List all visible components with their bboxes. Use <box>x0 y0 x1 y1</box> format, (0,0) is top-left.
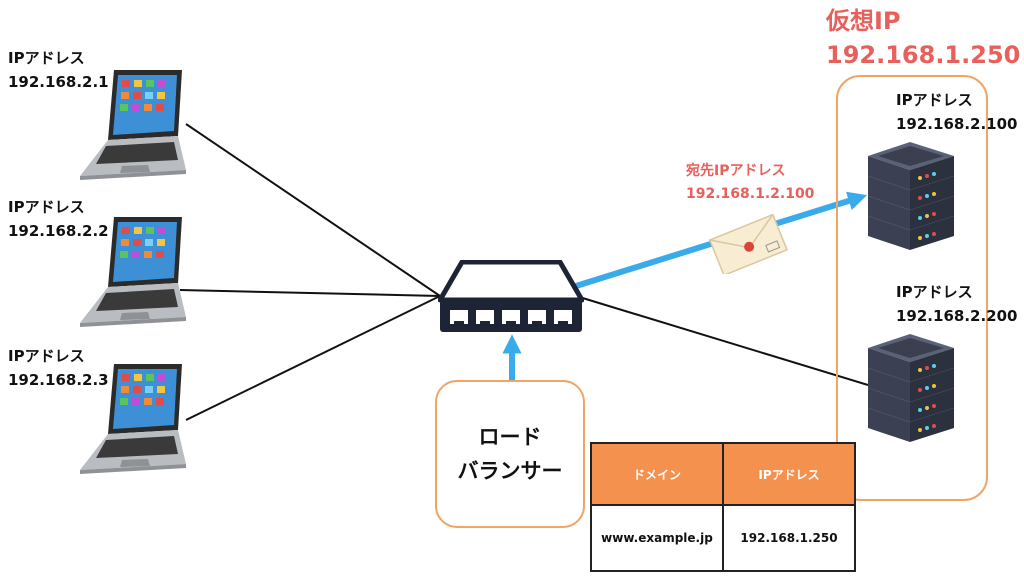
laptop-icon <box>80 364 186 474</box>
link-server2 <box>575 295 869 386</box>
load-balancer-box: ロード バランサー <box>435 380 585 528</box>
envelope-icon <box>708 214 788 274</box>
laptop-icon <box>80 217 186 327</box>
laptop-icon <box>80 70 186 180</box>
table-header-ip: IPアドレス <box>722 442 856 506</box>
dns-table: ドメイン IPアドレス www.example.jp 192.168.1.250 <box>590 442 856 572</box>
load-balancer-line1: ロード <box>478 425 542 449</box>
link-client1 <box>185 123 441 297</box>
load-balancer-line2: バランサー <box>457 459 563 483</box>
table-cell-ip: 192.168.1.250 <box>722 504 856 572</box>
link-client2 <box>179 289 441 297</box>
switch-hub-icon <box>438 260 584 332</box>
link-client3 <box>185 295 441 421</box>
server-rack-icon <box>868 142 954 250</box>
server-cluster-box <box>836 75 988 501</box>
table-header-domain: ドメイン <box>590 442 724 506</box>
table-row: www.example.jp 192.168.1.250 <box>590 504 856 572</box>
virtual-ip-title: 仮想IP <box>826 7 901 35</box>
virtual-ip-address: 192.168.1.250 <box>826 41 1021 69</box>
table-header-row: ドメイン IPアドレス <box>590 442 856 506</box>
server-rack-icon <box>868 334 954 442</box>
table-cell-domain: www.example.jp <box>590 504 724 572</box>
